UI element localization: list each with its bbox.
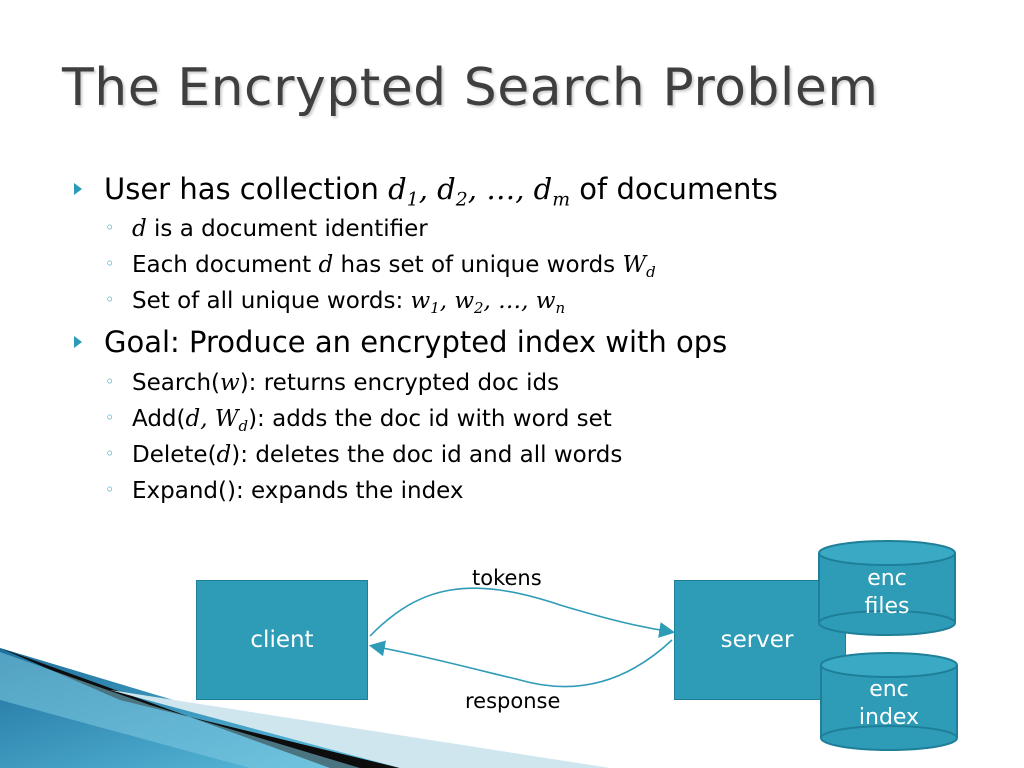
sub-bullet-1-3: Set of all unique words: w1, w2, …, wn [132,288,566,318]
sub-bullet-2-1: Search(w): returns encrypted doc ids [132,370,560,396]
server-box: server [674,580,846,700]
client-box: client [196,580,368,700]
bullet-1-text-after: of documents [570,172,778,206]
circle-outline-icon: ◦ [105,218,115,237]
server-label: server [720,627,794,653]
bullet-2: Goal: Produce an encrypted index with op… [104,325,728,359]
circle-outline-icon: ◦ [105,254,115,273]
enc-index-label: enc index [858,677,920,730]
circle-outline-icon: ◦ [105,408,115,427]
circle-outline-icon: ◦ [105,290,115,309]
math-d1: d1 [388,172,419,211]
sub-bullet-1-1: d is a document identifier [132,216,428,242]
sub-bullet-2-3: Delete(d): deletes the doc id and all wo… [132,442,623,468]
math-ellipsis: … [486,172,516,206]
bullet-1: User has collection d1, d2, …, dm of doc… [104,172,778,211]
client-label: client [250,627,314,653]
math-dm: dm [533,172,571,211]
circle-outline-icon: ◦ [105,444,115,463]
triangle-right-icon [74,336,82,348]
enc-files-label: enc files [864,566,910,619]
sub-bullet-1-2: Each document d has set of unique words … [132,252,656,282]
triangle-right-icon [74,183,82,195]
enc-index-cylinder [820,652,958,751]
tokens-arrow [369,587,676,638]
response-arrow [368,639,673,688]
enc-files-cylinder [818,540,956,636]
slide-title: The Encrypted Search Problem [62,58,879,118]
sub-bullet-2-4: Expand(): expands the index [132,478,464,504]
circle-outline-icon: ◦ [105,372,115,391]
math-d2: d2 [437,172,468,211]
response-label: response [465,689,561,713]
tokens-label: tokens [472,566,542,590]
circle-outline-icon: ◦ [105,480,115,499]
sub-bullet-2-2: Add(d, Wd): adds the doc id with word se… [132,406,612,436]
bullet-1-text-before: User has collection [104,172,389,206]
